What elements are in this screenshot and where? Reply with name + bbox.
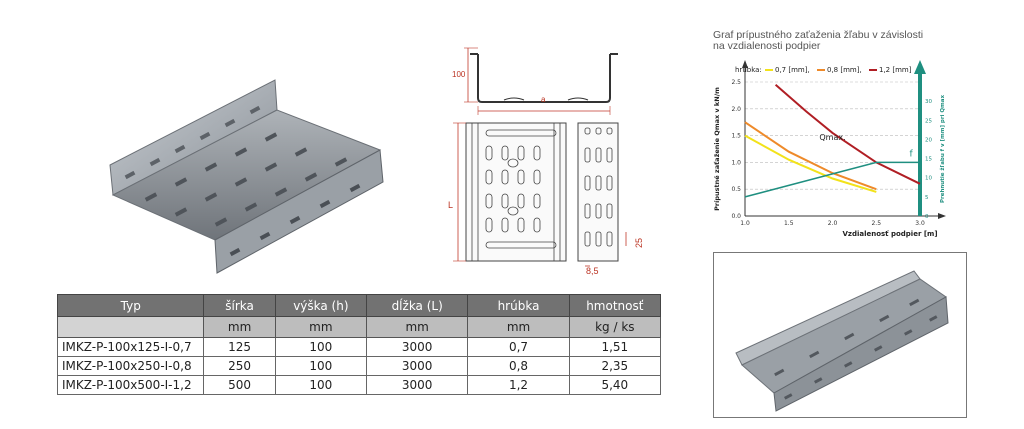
y-tick-label: 2.0 <box>731 106 741 113</box>
table-cell: 1,51 <box>568 337 662 357</box>
table-cell: 100 <box>274 356 368 376</box>
type-cell: IMKZ-P-100x250-I-0,8 <box>56 356 205 376</box>
x-tick-label: 1.5 <box>784 220 794 227</box>
top-view-drawing <box>453 122 627 267</box>
table-cell: 0,8 <box>467 356 570 376</box>
unit-cell: mm <box>467 316 570 338</box>
table-row: IMKZ-P-100x500-I-1,2 500 100 3000 1,2 5,… <box>56 375 662 395</box>
table-cell: 100 <box>274 375 368 395</box>
x-axis-arrow <box>938 213 946 219</box>
y-tick-label: 1.5 <box>731 133 741 140</box>
type-cell: IMKZ-P-100x125-I-0,7 <box>56 337 205 357</box>
unit-cell: kg / ks <box>568 316 662 338</box>
legend-entry: 0,7 [mm], <box>775 66 810 74</box>
y2-tick-label: 25 <box>925 118 932 124</box>
column-header: hrúbka <box>467 294 570 317</box>
height-dimension-label: 100 <box>452 70 466 79</box>
table-row: IMKZ-P-100x125-I-0,7 125 100 3000 0,7 1,… <box>56 337 662 357</box>
table-cell: 0,7 <box>467 337 570 357</box>
cable-tray-photo <box>109 79 384 274</box>
y2-axis-label: Prehnutie žľabu f v [mm] pri Qmax <box>939 95 946 203</box>
y-axis-label: Prípustné zaťaženie Qmax v kN/m <box>712 87 721 211</box>
unit-cell: mm <box>366 316 469 338</box>
chart-title-line2: na vzdialenosti podpier <box>713 40 821 52</box>
legend-entry: 0,8 [mm], <box>827 66 862 74</box>
length-dimension-label: L <box>448 200 454 210</box>
y2-tick-label: 0 <box>925 214 929 220</box>
y-tick-label: 2.5 <box>731 79 741 86</box>
table-cell: 1,2 <box>467 375 570 395</box>
column-header: Typ <box>56 294 205 317</box>
x-axis-label: Vzdialenosť podpier [m] <box>842 229 937 238</box>
y-axis-arrow <box>742 60 748 68</box>
y-tick-label: 0.5 <box>731 186 741 193</box>
width-dimension-label: a <box>541 95 546 104</box>
y2-axis-arrow <box>914 60 926 74</box>
series-line <box>774 83 921 185</box>
series-line <box>744 121 877 191</box>
f-annotation: f <box>910 150 914 160</box>
table-cell: 2,35 <box>568 356 662 376</box>
x-tick-label: 1.0 <box>740 220 750 227</box>
chart-title: Graf prípustného zaťaženia žľabu v závis… <box>713 30 923 52</box>
y2-axis-bar <box>918 72 922 216</box>
table-cell: 100 <box>274 337 368 357</box>
slot-height-label: 25 <box>634 237 645 249</box>
table-cell: 3000 <box>366 356 469 376</box>
units-row: mm mm mm mm kg / ks <box>56 316 662 338</box>
cross-section-drawing <box>464 47 618 115</box>
load-chart: 1.0 1.5 2.0 2.5 3.0 0.0 0.5 1.0 1.5 2.0 2.5 0 5 10 15 2… <box>712 60 946 238</box>
table-cell: 250 <box>203 356 276 376</box>
legend-entry: 1,2 [mm] <box>879 66 912 74</box>
y2-tick-label: 30 <box>925 99 932 105</box>
unit-cell: mm <box>203 316 276 338</box>
unit-cell <box>56 316 205 338</box>
y2-tick-label: 5 <box>925 195 929 201</box>
table-cell: 5,40 <box>568 375 662 395</box>
y2-tick-label: 10 <box>925 176 932 182</box>
column-header: výška (h) <box>274 294 368 317</box>
series-line <box>744 134 877 193</box>
specification-table: Typ šírka výška (h) dĺžka (L) hrúbka hmo… <box>56 294 662 395</box>
chart-title-line1: Graf prípustného zaťaženia žľabu v závis… <box>713 29 924 41</box>
table-cell: 3000 <box>366 375 469 395</box>
y2-tick-label: 20 <box>925 137 932 143</box>
table-cell: 125 <box>203 337 276 357</box>
unit-cell: mm <box>274 316 368 338</box>
slot-width-label: 8,5 <box>586 266 599 276</box>
y2-tick-label: 15 <box>925 157 932 163</box>
table-row: IMKZ-P-100x250-I-0,8 250 100 3000 0,8 2,… <box>56 356 662 376</box>
x-tick-label: 2.5 <box>871 220 881 227</box>
x-tick-label: 3.0 <box>915 220 925 227</box>
qmax-annotation: Qmax. <box>819 133 845 142</box>
legend-prefix: hrúbka: <box>735 66 762 74</box>
column-header: hmotnosť <box>568 294 662 317</box>
installed-tray-photo <box>735 270 949 412</box>
deflection-line <box>744 161 920 198</box>
x-tick-label: 2.0 <box>828 220 838 227</box>
table-cell: 500 <box>203 375 276 395</box>
table-header-row: Typ šírka výška (h) dĺžka (L) hrúbka hmo… <box>56 294 662 317</box>
column-header: dĺžka (L) <box>366 294 469 317</box>
table-cell: 3000 <box>366 337 469 357</box>
installed-tray-photo-frame <box>713 252 967 418</box>
type-cell: IMKZ-P-100x500-I-1,2 <box>56 375 205 395</box>
column-header: šírka <box>203 294 276 317</box>
y-tick-label: 0.0 <box>731 213 741 220</box>
y-tick-label: 1.0 <box>731 159 741 166</box>
